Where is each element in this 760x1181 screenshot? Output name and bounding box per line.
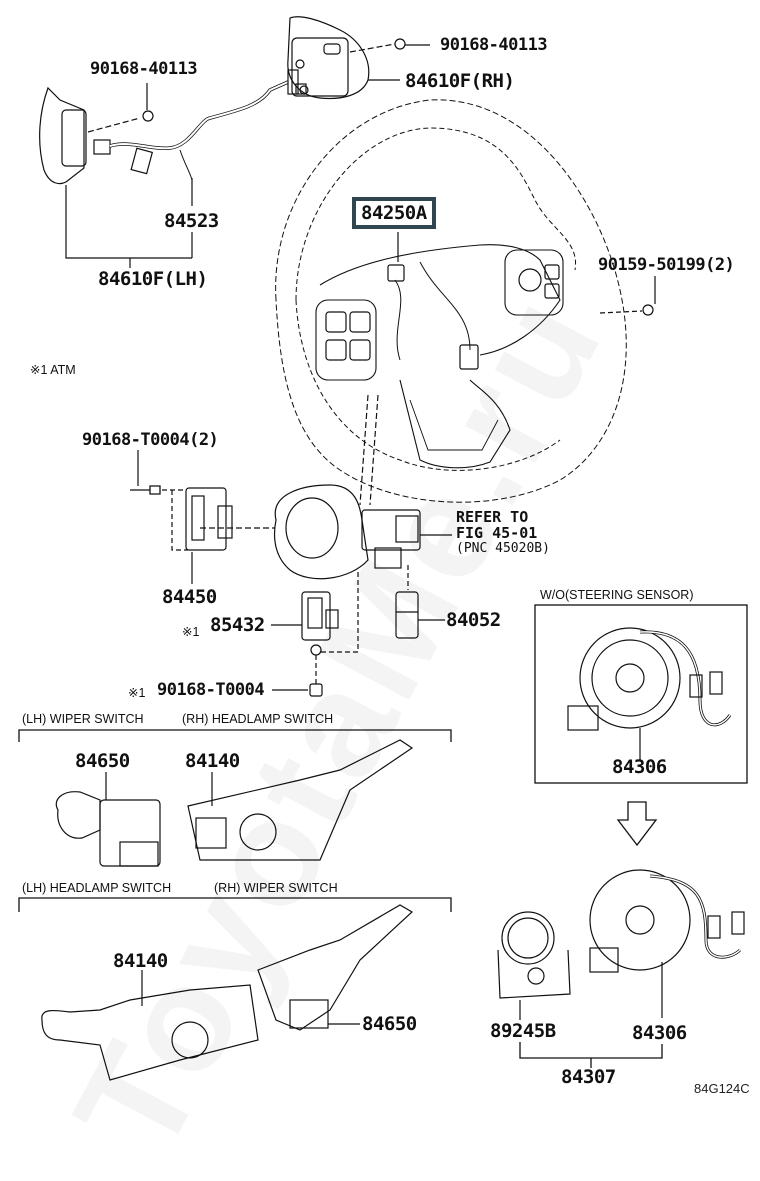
wo-steering-sensor-box bbox=[534, 604, 748, 784]
part-label-spiral-cable-wo[interactable]: 84306 bbox=[612, 756, 667, 778]
part-label-wire-harness[interactable]: 84523 bbox=[164, 210, 219, 232]
part-label-screw-rh[interactable]: 90168-40113 bbox=[440, 35, 548, 55]
steering-wheel-drawing bbox=[275, 99, 627, 503]
bracket-84307 bbox=[519, 1042, 663, 1068]
connector-84052-drawing bbox=[395, 591, 419, 639]
part-label-headlamp-switch-2[interactable]: 84140 bbox=[113, 950, 168, 972]
section-header-set2-lh: (LH) HEADLAMP SWITCH bbox=[22, 881, 172, 895]
figure-id: 84G124C bbox=[694, 1081, 750, 1096]
section-bracket-1 bbox=[18, 729, 452, 742]
part-label-wiper-switch-1[interactable]: 84650 bbox=[75, 750, 130, 772]
refer-line-3: (PNC 45020B) bbox=[456, 540, 550, 556]
wiper-switch-2-drawing bbox=[257, 904, 414, 1031]
section-header-wo-steering-sensor: W/O(STEERING SENSOR) bbox=[540, 588, 694, 602]
lock-85432-drawing bbox=[301, 591, 339, 697]
section-header-set2-rh: (RH) WIPER SWITCH bbox=[214, 881, 338, 895]
refer-line-1: REFER TO bbox=[456, 508, 529, 526]
headlamp-switch-2-drawing bbox=[41, 970, 259, 1081]
screw-wheel-drawing bbox=[599, 304, 654, 316]
part-label-steering-sensor[interactable]: 89245B bbox=[490, 1020, 556, 1042]
section-header-set1-lh: (LH) WIPER SWITCH bbox=[22, 712, 144, 726]
part-label-screw-wheel[interactable]: 90159-50199(2) bbox=[598, 255, 735, 275]
refer-line-2[interactable]: FIG 45-01 bbox=[456, 523, 538, 542]
part-label-screw-cover[interactable]: 90168-T0004(2) bbox=[82, 430, 219, 450]
switch-lh-drawing bbox=[39, 80, 289, 185]
part-label-spiral-cable[interactable]: 84306 bbox=[632, 1022, 687, 1044]
part-label-cover[interactable]: 84450 bbox=[162, 586, 217, 608]
part-label-screw-lock[interactable]: 90168-T0004 bbox=[157, 680, 265, 700]
cover-84450-drawing bbox=[130, 485, 233, 551]
combination-switch-body-drawing bbox=[200, 394, 421, 653]
refer-note: REFER TO FIG 45-01 (PNC 45020B) bbox=[456, 508, 550, 556]
switch-rh-drawing bbox=[287, 16, 406, 100]
section-bracket-2 bbox=[18, 897, 452, 912]
part-label-screw-lh[interactable]: 90168-40113 bbox=[90, 59, 198, 79]
wiper-switch-1-drawing bbox=[55, 772, 161, 867]
steering-sensor-drawing bbox=[497, 911, 571, 1020]
note-atm: ※1 ATM bbox=[30, 363, 76, 377]
leader-lines bbox=[65, 44, 656, 691]
lock-part-prefix: ※1 bbox=[182, 625, 200, 639]
part-label-connector[interactable]: 84052 bbox=[446, 609, 501, 631]
part-label-wheel-switch-assy[interactable]: 84250A bbox=[352, 197, 436, 229]
screw-lock-prefix: ※1 bbox=[128, 686, 146, 700]
headlamp-switch-1-drawing bbox=[187, 739, 414, 861]
down-arrow-icon bbox=[616, 801, 658, 847]
section-header-set1-rh: (RH) HEADLAMP SWITCH bbox=[182, 712, 334, 726]
spiral-cable-wo-drawing bbox=[567, 627, 732, 760]
spiral-cable-drawing bbox=[589, 869, 745, 1018]
parts-diagram bbox=[18, 16, 748, 1081]
part-label-headlamp-switch-1[interactable]: 84140 bbox=[185, 750, 240, 772]
part-label-spiral-cable-sub[interactable]: 84307 bbox=[561, 1066, 616, 1088]
part-label-lock[interactable]: 85432 bbox=[210, 614, 265, 636]
part-label-wiper-switch-2[interactable]: 84650 bbox=[362, 1013, 417, 1035]
part-label-switch-lh[interactable]: 84610F(LH) bbox=[98, 268, 208, 290]
part-label-switch-rh[interactable]: 84610F(RH) bbox=[405, 70, 515, 92]
